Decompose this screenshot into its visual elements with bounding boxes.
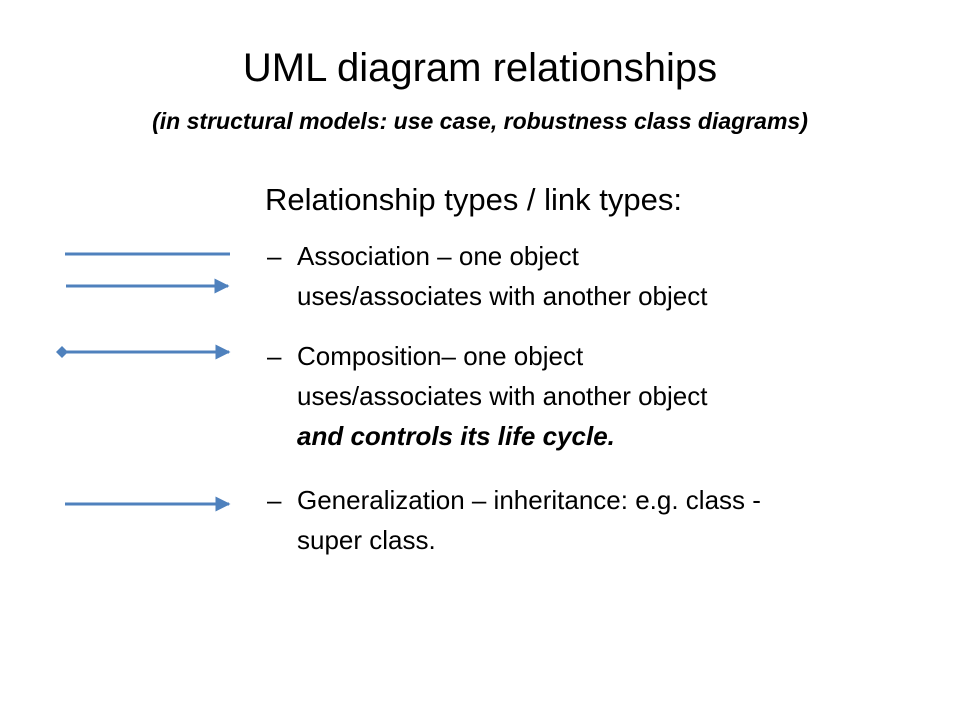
slide-subtitle: (in structural models: use case, robustn… xyxy=(152,108,808,134)
bullet-dash: – xyxy=(267,341,282,371)
composition-line-1: –Composition– one object xyxy=(267,336,927,376)
association-text-2: uses/associates with another object xyxy=(297,281,708,311)
composition-item: –Composition– one object uses/associates… xyxy=(267,336,927,456)
composition-text-2: uses/associates with another object xyxy=(297,381,708,411)
generalization-item: –Generalization – inheritance: e.g. clas… xyxy=(267,480,927,560)
bullet-dash: – xyxy=(267,241,282,271)
composition-text-1: Composition– one object xyxy=(297,341,584,371)
relationship-types-heading: Relationship types / link types: xyxy=(265,182,682,217)
association-line-1: –Association – one object xyxy=(267,236,927,276)
generalization-line-1: –Generalization – inheritance: e.g. clas… xyxy=(267,480,927,520)
composition-text-3: and controls its life cycle. xyxy=(297,421,615,451)
bullet-dash: – xyxy=(267,485,282,515)
association-text-1: Association – one object xyxy=(297,241,579,271)
generalization-text-1: Generalization – inheritance: e.g. class… xyxy=(297,485,761,515)
association-item: –Association – one object uses/associate… xyxy=(267,236,927,316)
slide-title: UML diagram relationships xyxy=(242,46,718,90)
generalization-text-2: super class. xyxy=(297,525,436,555)
